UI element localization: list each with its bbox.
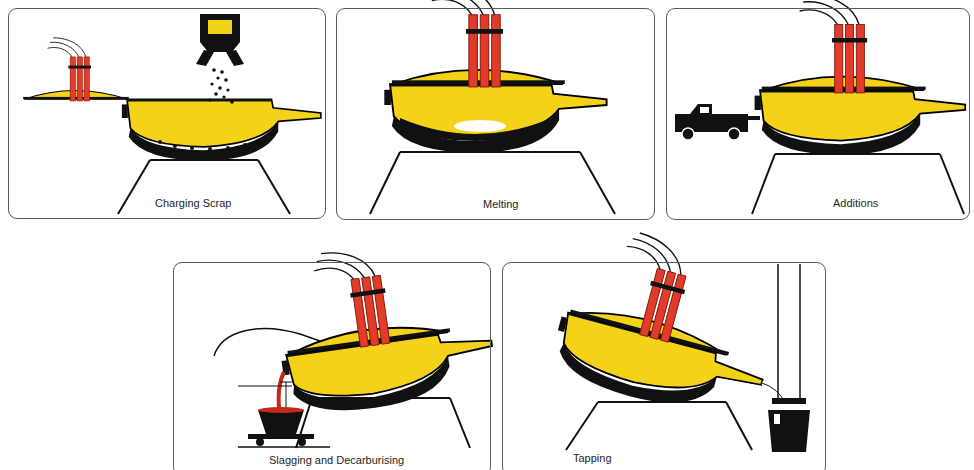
step-label: Tapping <box>573 452 612 465</box>
pedestal <box>752 154 964 214</box>
furnace-roof <box>762 0 926 93</box>
tapping-scene <box>546 221 810 452</box>
step-label: Charging Scrap <box>155 197 231 210</box>
melting-scene <box>370 0 615 214</box>
ladle <box>768 410 810 452</box>
slagging-scene <box>214 237 498 448</box>
truck-wheel <box>682 128 694 140</box>
step-panel: Melting <box>336 8 655 220</box>
bucket-window <box>208 20 232 34</box>
car-wheel <box>256 438 264 446</box>
lifted-roof <box>23 38 129 101</box>
furnace-shell <box>755 90 966 155</box>
truck-wheel <box>728 128 740 140</box>
truck-window <box>700 107 709 113</box>
furnace-shell <box>122 99 321 160</box>
ladle-mark <box>774 414 780 424</box>
pour-marks <box>238 382 292 410</box>
furnace-shell <box>384 84 606 152</box>
slag-pot <box>258 410 304 434</box>
crane-rod <box>799 264 801 402</box>
pedestal <box>296 398 470 448</box>
molten-bath <box>400 118 552 141</box>
furnace-roof <box>275 237 451 357</box>
step-panel: Additions <box>666 8 970 220</box>
pedestal <box>370 152 615 214</box>
pedestal <box>566 402 752 450</box>
additions-scene <box>675 0 965 214</box>
step-panel: Tapping <box>502 262 826 470</box>
step-panel: Slagging and Decarburising <box>173 262 491 470</box>
step-label: Melting <box>483 198 518 211</box>
charging-scene <box>23 14 321 214</box>
slag-surface <box>258 407 304 413</box>
bucket-jaws <box>196 50 244 66</box>
pedestal <box>118 160 290 214</box>
addition-lance <box>748 116 760 120</box>
rail <box>238 446 330 448</box>
step-label: Additions <box>833 197 878 210</box>
falling-scrap <box>158 68 247 151</box>
step-label: Slagging and Decarburising <box>269 454 404 467</box>
arc-glow <box>454 120 506 132</box>
furnace-roof <box>392 0 565 87</box>
ladle-bail <box>772 398 806 404</box>
furnace-roof <box>569 221 753 358</box>
scrap-bucket <box>200 14 240 52</box>
slag-car <box>248 434 314 439</box>
step-panel: Charging Scrap <box>8 8 326 219</box>
crane-rod <box>777 264 779 402</box>
